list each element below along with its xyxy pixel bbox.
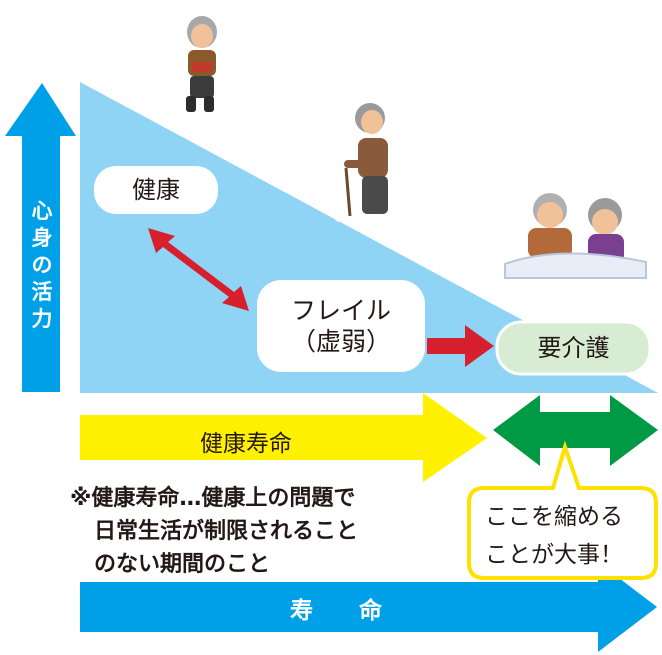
- vitality-arrow: [5, 83, 76, 392]
- progression-arrow: [427, 325, 494, 367]
- definition-note-line2: 日常生活が制限されること: [94, 519, 359, 544]
- elderly-frail-icon: [334, 98, 404, 222]
- healthy-life-expectancy-label: 健康寿命: [200, 431, 292, 457]
- reversible-double-arrow: [148, 228, 249, 311]
- elderly-active-icon: [176, 8, 228, 120]
- lifespan-label: 寿 命: [290, 598, 382, 624]
- stage-healthy-label: 健康: [132, 176, 180, 204]
- definition-note-line1: ※健康寿命…健康上の問題で: [70, 486, 356, 511]
- stage-care-label: 要介護: [537, 334, 610, 362]
- callout-line1: ここを縮める: [485, 504, 623, 530]
- healthy-life-expectancy-arrow: [80, 393, 487, 482]
- stage-frailty-label: フレイル （虚弱）: [257, 280, 425, 372]
- vertical-axis-label: 心身の活力: [31, 199, 53, 331]
- gap-double-arrow: [493, 395, 658, 466]
- vitality-triangle: [80, 82, 658, 393]
- healthy-box-bg: [94, 166, 218, 214]
- definition-note-line3: のない期間のこと: [94, 552, 271, 577]
- callout-line2: ことが大事！: [485, 542, 623, 568]
- frailty-box-bg: [257, 280, 425, 372]
- care-box-bg: [495, 320, 652, 376]
- lifespan-arrow: [80, 562, 657, 652]
- frailty-line2: （虚弱）: [290, 327, 391, 356]
- callout-bubble: [467, 440, 658, 580]
- frailty-line1: フレイル: [290, 295, 391, 325]
- elderly-care-icon: [500, 180, 650, 280]
